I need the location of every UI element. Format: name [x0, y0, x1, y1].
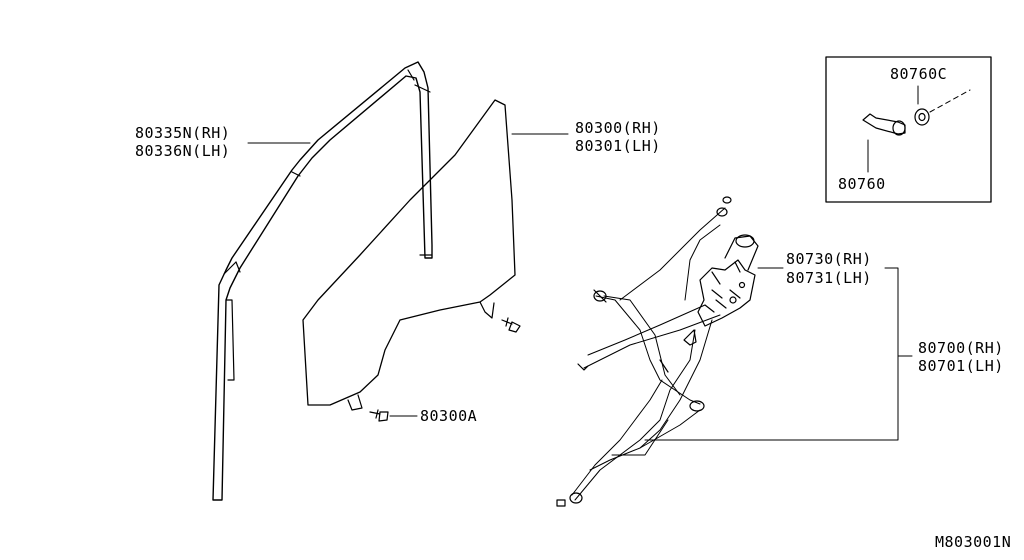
- bolt-lower: [369, 409, 389, 422]
- label-motor-lh: 80731(LH): [786, 269, 872, 287]
- regulator-fittings: [556, 196, 732, 507]
- label-regulator-lh: 80701(LH): [918, 357, 1004, 375]
- label-handle-washer: 80760C: [890, 65, 948, 83]
- assembly-dash-line: [929, 89, 971, 113]
- door-glass: [302, 99, 516, 411]
- label-sash-rh: 80335N(RH): [135, 124, 231, 142]
- regulator-motor: [697, 234, 759, 327]
- window-handle: [862, 113, 906, 136]
- handle-inset-box: [825, 56, 992, 203]
- label-bolt: 80300A: [420, 407, 478, 425]
- bolt-upper: [501, 317, 521, 333]
- door-sash-channel: [212, 61, 433, 501]
- regulator-cables: [571, 207, 726, 501]
- label-motor-rh: 80730(RH): [786, 250, 872, 268]
- handle-washer: [914, 108, 930, 126]
- label-glass-lh: 80301(LH): [575, 137, 661, 155]
- label-handle: 80760: [838, 175, 886, 193]
- diagram-code: M803001N: [935, 533, 1012, 551]
- label-regulator-rh: 80700(RH): [918, 339, 1004, 357]
- label-sash-lh: 80336N(LH): [135, 142, 231, 160]
- label-glass-rh: 80300(RH): [575, 119, 661, 137]
- leader-lines: [247, 85, 919, 441]
